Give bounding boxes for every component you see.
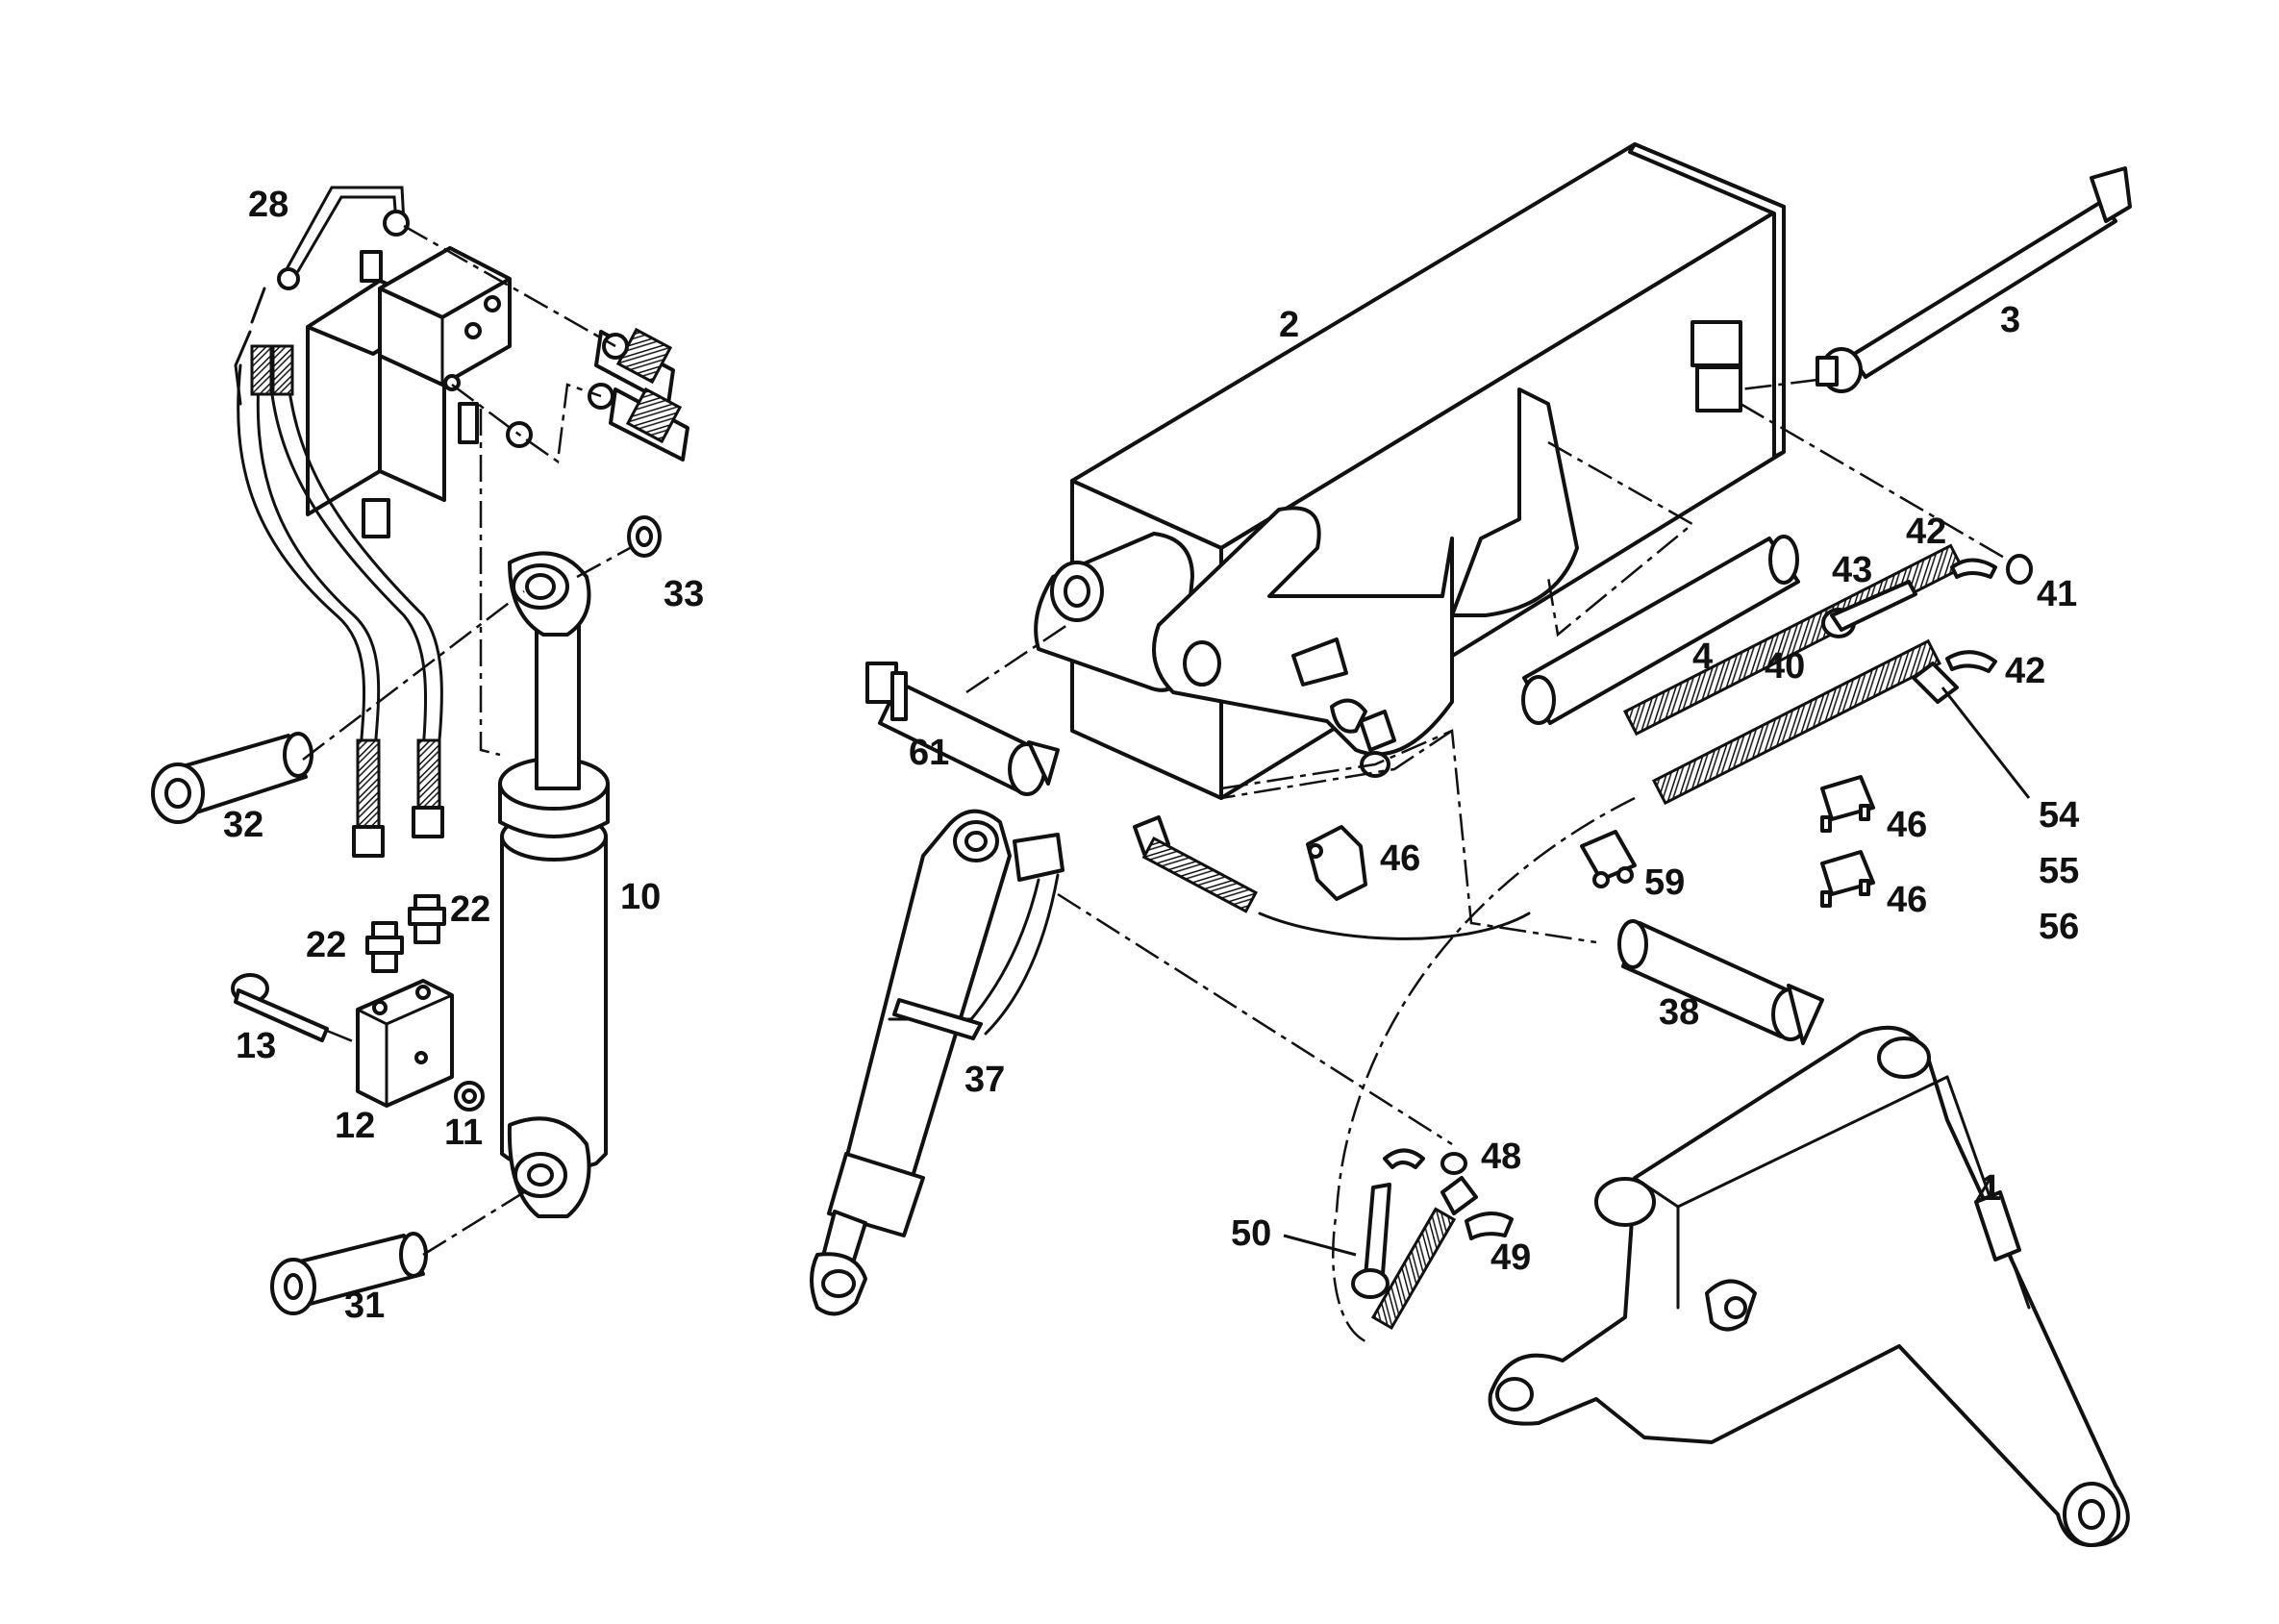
fitting-22-left xyxy=(365,921,404,973)
callout-42b: 42 xyxy=(2005,651,2045,691)
callout-3: 3 xyxy=(2000,300,2020,340)
callout-46c: 46 xyxy=(1380,838,1420,879)
hose-fittings-right xyxy=(458,327,689,462)
beam-2 xyxy=(1034,142,1786,800)
callout-55: 55 xyxy=(2039,851,2079,891)
clip-42-top xyxy=(1950,558,1997,579)
manifold-block-12 xyxy=(356,979,454,1108)
hydraulic-cylinder-10 xyxy=(498,551,610,1218)
callout-42a: 42 xyxy=(1906,512,1946,552)
callout-2: 2 xyxy=(1279,305,1299,345)
callout-28: 28 xyxy=(248,185,288,225)
switch-46-upper xyxy=(1820,775,1875,833)
callout-46a: 46 xyxy=(1887,805,1927,845)
callout-10: 10 xyxy=(620,877,661,917)
cable-routing-arc xyxy=(1332,796,1636,1343)
pin-31 xyxy=(270,1232,428,1315)
pin-61 xyxy=(865,662,1060,796)
callout-33: 33 xyxy=(664,574,704,614)
sensor-cable-left xyxy=(1133,815,1531,940)
callout-41: 41 xyxy=(2037,574,2077,614)
cable-40 xyxy=(1622,543,1965,737)
pin-4 xyxy=(1521,535,1800,725)
callout-46b: 46 xyxy=(1887,880,1927,920)
connector-59 xyxy=(1580,830,1637,888)
callout-54: 54 xyxy=(2039,795,2079,836)
callout-48: 48 xyxy=(1481,1137,1521,1177)
callout-22a: 22 xyxy=(306,925,346,965)
callout-49: 49 xyxy=(1490,1237,1531,1278)
o-ring-11 xyxy=(454,1081,485,1112)
callout-37: 37 xyxy=(964,1060,1005,1100)
clip-49 xyxy=(1465,1212,1514,1240)
callout-13: 13 xyxy=(236,1026,276,1066)
callout-32: 32 xyxy=(223,805,263,845)
pointer-54 xyxy=(1941,687,2031,799)
callout-56: 56 xyxy=(2039,907,2079,947)
washer-33 xyxy=(627,515,662,558)
bolt-50 xyxy=(1351,1183,1391,1299)
callout-43: 43 xyxy=(1832,550,1872,590)
clip-42-right xyxy=(1945,650,1997,673)
cylinder-37 xyxy=(810,809,1064,1316)
callout-12: 12 xyxy=(335,1106,375,1146)
pointer-50 xyxy=(1283,1234,1357,1257)
washer-41 xyxy=(2006,554,2033,585)
bolt-13 xyxy=(231,973,329,1042)
callout-38: 38 xyxy=(1659,992,1699,1033)
callout-11: 11 xyxy=(444,1112,483,1153)
callout-1: 1 xyxy=(1981,1168,2001,1209)
callout-40: 40 xyxy=(1765,646,1805,687)
callout-4: 4 xyxy=(1692,637,1713,677)
callout-22b: 22 xyxy=(450,889,490,930)
frame-1 xyxy=(1488,1025,2130,1547)
callout-61: 61 xyxy=(909,733,949,773)
pin-32 xyxy=(151,732,313,824)
switch-46-center xyxy=(1306,825,1367,901)
callout-50: 50 xyxy=(1231,1213,1271,1254)
valve-block-28 xyxy=(306,246,512,538)
cable-sensor-lower xyxy=(1370,1176,1478,1331)
bolt-43 xyxy=(1821,580,1917,638)
switch-46-lower xyxy=(1820,850,1875,908)
callout-59: 59 xyxy=(1644,862,1685,903)
fitting-22-right xyxy=(408,894,446,944)
pin-38 xyxy=(1617,919,1824,1045)
rod-3 xyxy=(1816,166,2132,393)
clip-48 xyxy=(1383,1148,1467,1175)
pipe-28 xyxy=(234,186,410,406)
pointer-1 xyxy=(1974,1177,1992,1203)
hydraulic-hoses xyxy=(237,344,444,858)
callout-31: 31 xyxy=(344,1286,385,1326)
